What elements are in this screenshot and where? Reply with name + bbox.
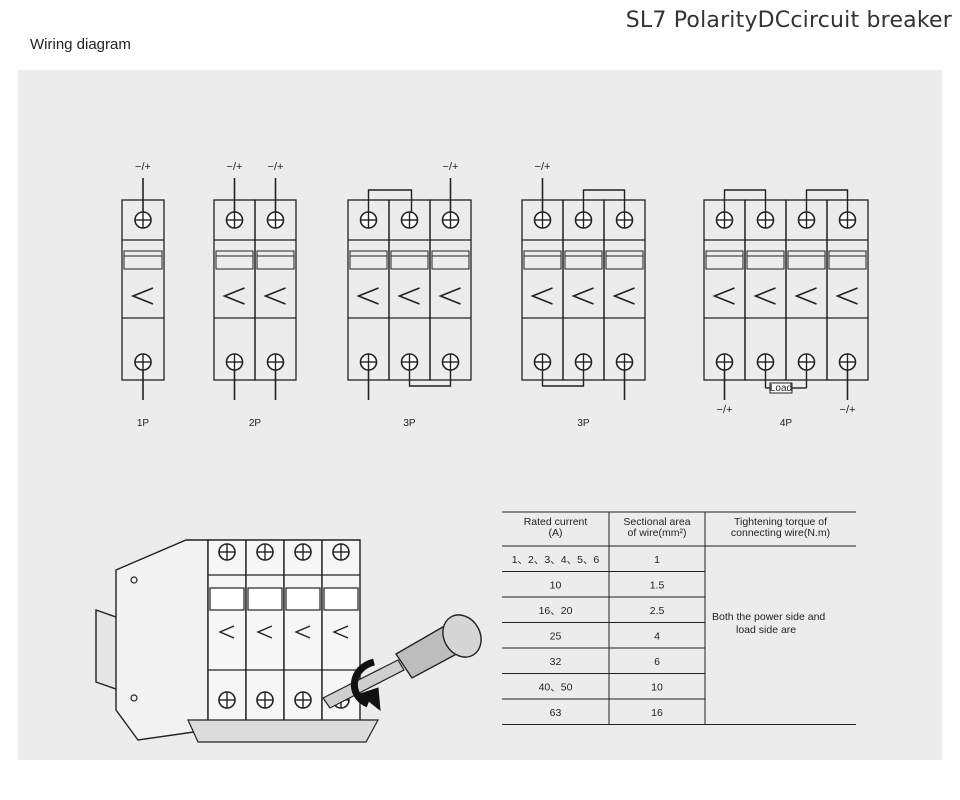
polarity-arrow xyxy=(263,287,286,305)
torque-note: load side are xyxy=(736,624,796,636)
toggle-lever xyxy=(746,250,785,270)
polarity-sign: −/+ xyxy=(268,161,284,173)
rotation-arrow-head xyxy=(358,687,381,712)
polarity-arrow xyxy=(332,625,349,639)
polarity-arrow xyxy=(530,287,553,305)
toggle-lever xyxy=(323,587,359,611)
table-cell-area: 4 xyxy=(654,630,660,642)
polarity-arrow xyxy=(218,625,235,639)
table-cell-area: 1.5 xyxy=(650,579,665,591)
toggle-lever xyxy=(705,250,744,270)
breaker-side xyxy=(115,539,209,741)
breaker-2p: −/+ −/+ 2P xyxy=(213,161,297,429)
toggle-lever xyxy=(390,250,429,270)
polarity-arrow xyxy=(571,287,594,305)
table-cell-current: 10 xyxy=(550,579,562,591)
toggle-lever xyxy=(828,250,867,270)
table-cell-area: 16 xyxy=(651,707,663,719)
screwdriver-shaft xyxy=(322,659,405,709)
toggle-lever xyxy=(209,587,245,611)
breaker-type-label: 3P xyxy=(577,418,590,429)
toggle-lever xyxy=(247,587,283,611)
table-cell-current: 40、50 xyxy=(539,681,573,693)
table-header-cell: Tightening torque of xyxy=(734,516,827,528)
table-cell-area: 2.5 xyxy=(650,605,665,617)
polarity-arrow xyxy=(256,625,273,639)
toggle-lever xyxy=(349,250,388,270)
polarity-sign: −/+ xyxy=(443,161,459,173)
breaker-type-label: 2P xyxy=(249,418,262,429)
table-cell-area: 10 xyxy=(651,681,663,693)
section-label: Wiring diagram xyxy=(30,36,131,53)
polarity-sign: −/+ xyxy=(535,161,551,173)
bridge-wire xyxy=(408,370,452,387)
polarity-arrow xyxy=(130,287,154,305)
polarity-sign: −/+ xyxy=(717,404,733,416)
screwdriver-handle-end xyxy=(442,614,482,658)
table-header-cell: (A) xyxy=(549,527,563,539)
table-cell-current: 32 xyxy=(550,656,562,668)
breaker-illustration xyxy=(95,539,482,743)
breaker-3p: −/+ 3P xyxy=(521,161,646,429)
table-header-cell: Sectional area xyxy=(623,516,690,528)
load-label: Load xyxy=(770,383,792,394)
polarity-arrow xyxy=(294,625,311,639)
bridge-wire xyxy=(805,189,849,212)
breaker-3p: −/+ 3P xyxy=(347,161,472,429)
breaker-1p: −/+ 1P xyxy=(121,161,165,429)
bridge-wire xyxy=(582,189,626,212)
breaker-base xyxy=(187,719,380,743)
breaker-type-label: 3P xyxy=(403,418,416,429)
polarity-sign: −/+ xyxy=(135,161,151,173)
toggle-lever xyxy=(256,250,295,270)
polarity-arrow xyxy=(222,287,245,305)
toggle-lever xyxy=(285,587,321,611)
polarity-arrow xyxy=(712,287,735,305)
table-cell-current: 63 xyxy=(550,707,562,719)
polarity-arrow xyxy=(438,287,461,305)
polarity-arrow xyxy=(356,287,379,305)
breaker-4p: Load −/+ −/+ 4P xyxy=(703,189,869,429)
polarity-sign: −/+ xyxy=(840,404,856,416)
toggle-lever xyxy=(787,250,826,270)
table-cell-area: 6 xyxy=(654,656,660,668)
polarity-arrow xyxy=(612,287,635,305)
polarity-sign: −/+ xyxy=(227,161,243,173)
polarity-arrow xyxy=(794,287,817,305)
bridge-wire xyxy=(723,189,767,212)
breaker-type-label: 1P xyxy=(137,418,150,429)
table-cell-current: 16、20 xyxy=(539,605,573,617)
torque-note: Both the power side and xyxy=(712,611,825,623)
toggle-lever xyxy=(215,250,254,270)
table-cell-current: 1、2、3、4、5、6 xyxy=(512,554,600,566)
load-box xyxy=(769,382,793,394)
table-cell-area: 1 xyxy=(654,554,660,566)
rotation-arrow xyxy=(350,658,376,708)
breaker-type-label: 4P xyxy=(780,418,793,429)
breaker-3d-drawing xyxy=(95,539,482,743)
table-header-cell: Rated current xyxy=(524,516,588,528)
toggle-lever xyxy=(564,250,603,270)
polarity-arrow xyxy=(753,287,776,305)
page-title: SL7 PolarityDCcircuit breaker xyxy=(625,8,952,33)
toggle-lever xyxy=(523,250,562,270)
table-header-cell: connecting wire(N.m) xyxy=(731,527,830,539)
table-header-cell: of wire(mm²) xyxy=(628,527,687,539)
diagram-panel: −/+ 1P −/+ −/+ 2P −/+ 3P −/+ 3P Load −/+ −/+ 4P Rate… xyxy=(18,70,942,760)
toggle-lever xyxy=(123,250,163,270)
bridge-wire xyxy=(541,370,585,387)
polarity-arrow xyxy=(835,287,858,305)
toggle-lever xyxy=(431,250,470,270)
wiring-diagram: −/+ 1P −/+ −/+ 2P −/+ 3P −/+ 3P Load −/+ −/+ 4P Rate… xyxy=(95,161,869,743)
polarity-arrow xyxy=(397,287,420,305)
toggle-lever xyxy=(605,250,644,270)
table-cell-current: 25 xyxy=(550,630,562,642)
bridge-wire xyxy=(367,189,413,212)
